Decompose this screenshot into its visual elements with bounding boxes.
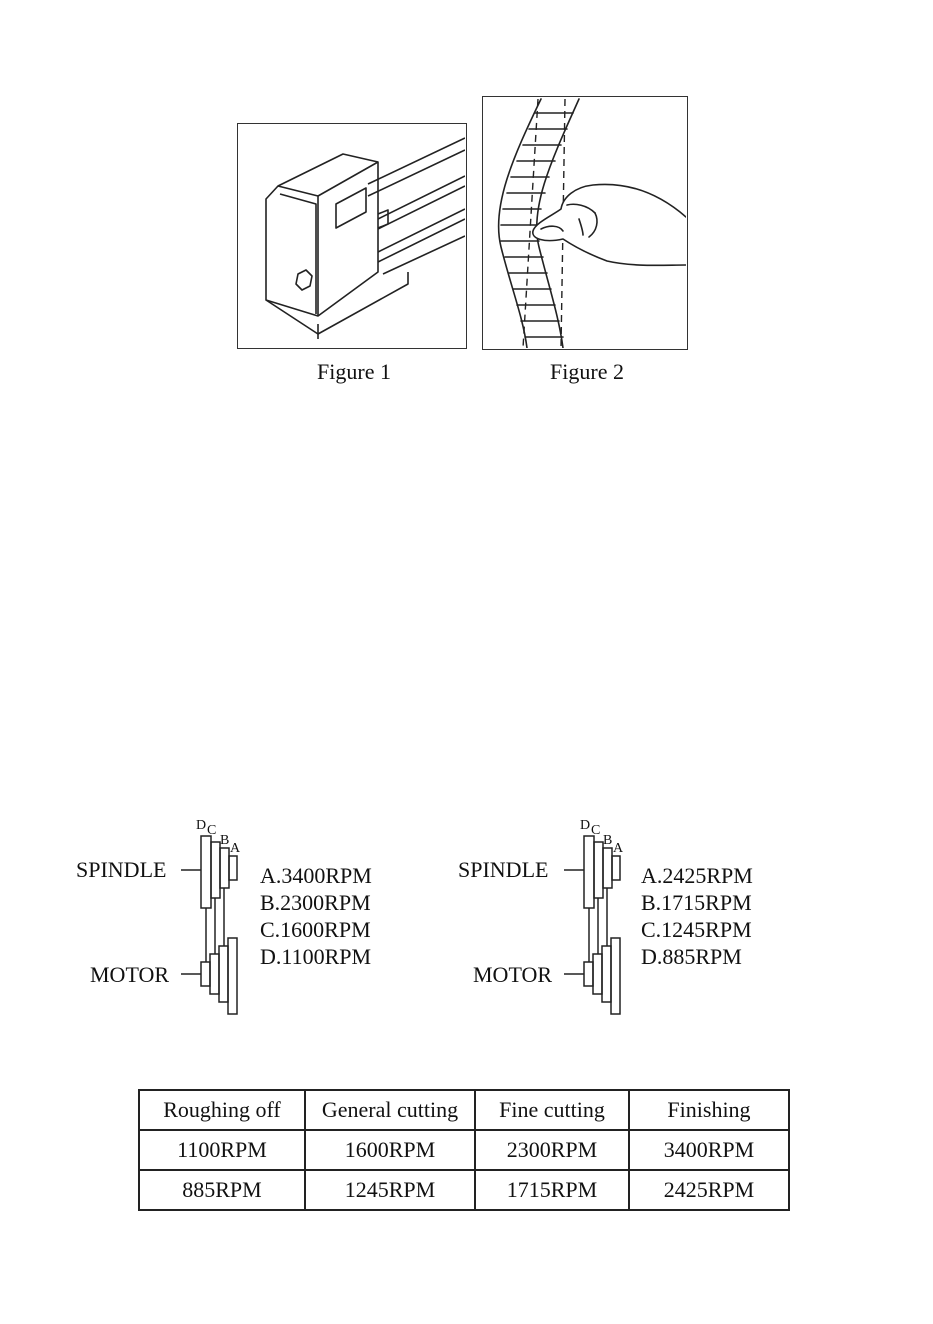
table-header-row: Roughing off General cutting Fine cuttin… [139, 1090, 789, 1130]
figure-2-caption: Figure 2 [487, 359, 687, 385]
table-cell: 1600RPM [305, 1130, 475, 1170]
motor-label: MOTOR [90, 962, 169, 988]
motor-label: MOTOR [473, 962, 552, 988]
step-pulley-icon [558, 826, 638, 1026]
table-cell: 885RPM [139, 1170, 305, 1210]
table-cell: 3400RPM [629, 1130, 789, 1170]
lathe-headstock-icon [238, 124, 465, 347]
table-header: Fine cutting [475, 1090, 629, 1130]
table-header: General cutting [305, 1090, 475, 1130]
speed-a: A.3400RPM [260, 862, 372, 889]
speed-b: B.2300RPM [260, 889, 372, 916]
table-cell: 2300RPM [475, 1130, 629, 1170]
speed-a: A.2425RPM [641, 862, 753, 889]
speed-table: Roughing off General cutting Fine cuttin… [138, 1089, 790, 1211]
table-row: 1100RPM 1600RPM 2300RPM 3400RPM [139, 1130, 789, 1170]
speed-c: C.1600RPM [260, 916, 372, 943]
speed-d: D.1100RPM [260, 943, 372, 970]
belt-tension-hand-icon [483, 97, 686, 348]
speed-c: C.1245RPM [641, 916, 753, 943]
table-cell: 2425RPM [629, 1170, 789, 1210]
speed-d: D.885RPM [641, 943, 753, 970]
table-header: Finishing [629, 1090, 789, 1130]
figure-1-caption: Figure 1 [254, 359, 454, 385]
speed-b: B.1715RPM [641, 889, 753, 916]
table-cell: 1245RPM [305, 1170, 475, 1210]
spindle-label: SPINDLE [458, 857, 548, 883]
table-cell: 1715RPM [475, 1170, 629, 1210]
speed-list-1: A.3400RPM B.2300RPM C.1600RPM D.1100RPM [260, 862, 372, 970]
spindle-label: SPINDLE [76, 857, 166, 883]
figure-1-frame [237, 123, 467, 349]
figure-2-frame [482, 96, 688, 350]
table-header: Roughing off [139, 1090, 305, 1130]
table-cell: 1100RPM [139, 1130, 305, 1170]
speed-list-2: A.2425RPM B.1715RPM C.1245RPM D.885RPM [641, 862, 753, 970]
step-pulley-icon [175, 826, 255, 1026]
table-row: 885RPM 1245RPM 1715RPM 2425RPM [139, 1170, 789, 1210]
